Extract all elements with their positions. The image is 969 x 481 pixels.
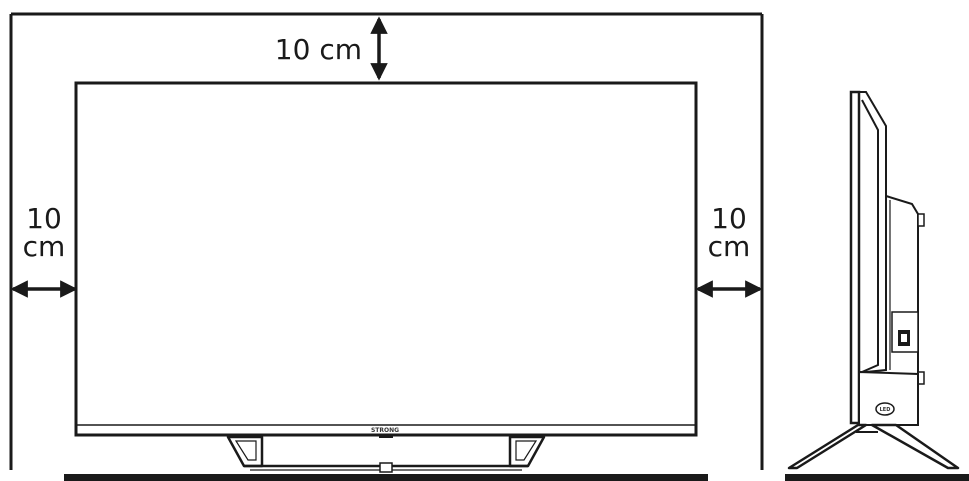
tv-ir-sensor — [379, 435, 393, 438]
tv-brand-logo: STRONG — [371, 427, 399, 434]
tv-side-bottom-block — [858, 370, 919, 426]
tv-stand-right-leg — [508, 435, 546, 468]
tv-screen-frame — [74, 81, 698, 437]
tv-side-port-connector-inner — [901, 334, 907, 342]
tv-side-led-badge — [875, 402, 895, 416]
wall-enclosure — [9, 12, 764, 470]
tv-side-stand-front-leg — [787, 423, 868, 470]
tv-front-view: STRONG — [74, 81, 698, 473]
tv-stand-center-post — [379, 462, 393, 473]
tv-side-bezel — [859, 91, 887, 373]
side-support-surface — [785, 474, 969, 481]
right-clearance-label-number: 10 — [711, 202, 747, 235]
tv-side-stand-back-leg — [870, 423, 960, 470]
tv-side-view: LED — [787, 90, 960, 470]
tv-side-vesa-tab-top — [917, 213, 925, 227]
tv-side-panel-inner — [861, 99, 879, 373]
left-clearance-label-unit: cm — [23, 230, 66, 263]
tv-stand-left-leg — [226, 435, 264, 468]
tv-side-panel — [849, 90, 861, 425]
top-clearance-label: 10 cm — [275, 33, 362, 66]
right-clearance-label-unit: cm — [708, 230, 751, 263]
left-clearance-label-number: 10 — [26, 202, 62, 235]
tv-side-led-badge-text: LED — [880, 407, 891, 413]
support-surface — [64, 474, 708, 481]
